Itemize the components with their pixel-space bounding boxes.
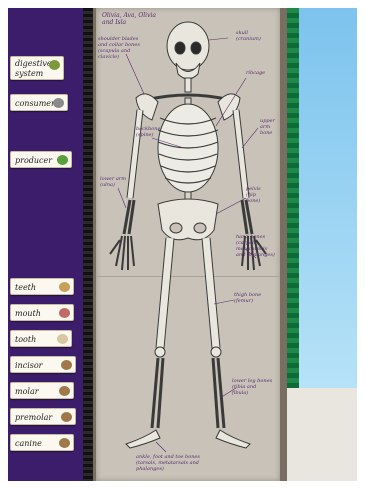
card-label: producer <box>15 156 52 165</box>
word-card-canine: canine <box>10 434 74 451</box>
pointer-upperarm <box>242 128 258 148</box>
label-upper-arm: upper arm bone <box>260 118 275 136</box>
card-picture-icon <box>59 282 70 292</box>
card-picture-icon <box>61 360 72 370</box>
hand-left <box>110 236 134 270</box>
card-picture-icon <box>59 386 70 396</box>
label-backbone: backbone (spine) <box>136 126 160 138</box>
pointer-shoulder <box>126 54 144 94</box>
board-border <box>83 8 93 481</box>
knee-right <box>211 347 221 357</box>
pelvis-hole-right <box>194 223 206 233</box>
card-label: tooth <box>15 335 36 344</box>
label-ribcage: ribcage <box>246 70 265 76</box>
card-label: incisor <box>15 361 43 370</box>
card-label: molar <box>15 387 39 396</box>
knee-left <box>155 347 165 357</box>
eye-socket-right <box>191 42 201 54</box>
label-thigh-bone: thigh bone (femur) <box>234 292 261 304</box>
card-picture-icon <box>59 308 70 318</box>
card-picture-icon <box>57 155 68 165</box>
lower-arm-right <box>242 200 252 234</box>
word-card-molar: molar <box>10 382 74 399</box>
card-picture-icon <box>53 98 64 108</box>
thigh-right-fill <box>206 238 216 348</box>
thigh-left-fill <box>160 238 170 348</box>
foot-left <box>126 430 160 448</box>
card-label: premolar <box>15 413 52 422</box>
pelvis <box>158 199 218 240</box>
label-lower-leg: lower leg bones (tibia and fibula) <box>232 378 272 396</box>
card-label: teeth <box>15 283 36 292</box>
pointer-thigh <box>214 300 234 304</box>
label-skull: skull (cranium) <box>236 30 261 42</box>
card-label: digestive system <box>15 59 52 78</box>
word-card-producer: producer <box>10 151 72 168</box>
word-card-mouth: mouth <box>10 304 74 321</box>
label-lower-arm: lower arm (ulna) <box>100 176 126 188</box>
lower-arm-left <box>124 200 134 234</box>
pelvis-hole-left <box>170 223 182 233</box>
label-foot-bones: ankle, foot and toe bones (tarsals, meta… <box>136 454 200 472</box>
word-card-teeth: teeth <box>10 278 74 295</box>
word-card-digestive: digestive system <box>10 56 64 80</box>
display-board-right <box>287 8 357 388</box>
pointer-lowerarm <box>118 188 126 208</box>
board-border-green <box>287 8 299 388</box>
word-card-tooth: tooth <box>10 330 72 347</box>
card-picture-icon <box>59 438 70 448</box>
word-card-incisor: incisor <box>10 356 76 373</box>
lower-leg-right <box>213 358 224 428</box>
foot-right <box>216 430 250 448</box>
card-picture-icon <box>57 334 68 344</box>
card-label: consumer <box>15 99 55 108</box>
display-board-left: digestive system consumer producer teeth… <box>8 8 93 481</box>
eye-socket-left <box>175 42 185 54</box>
lower-leg-left <box>152 358 163 428</box>
label-shoulder-blades: shoulder blades and collar bones (scapul… <box>98 36 140 60</box>
card-label: canine <box>15 439 42 448</box>
label-hand-bones: hand bones (carpals, metacarpals and pha… <box>236 234 275 258</box>
neck <box>185 78 191 92</box>
word-card-consumer: consumer <box>10 94 68 111</box>
card-label: mouth <box>15 309 41 318</box>
photo: digestive system consumer producer teeth… <box>8 8 357 481</box>
pointer-foot <box>156 442 166 452</box>
wall <box>287 388 357 481</box>
card-picture-icon <box>61 412 72 422</box>
pointer-skull <box>209 38 228 40</box>
skull <box>167 22 209 70</box>
card-picture-icon <box>49 60 60 70</box>
label-pelvis: pelvis (hip bone) <box>246 186 261 204</box>
skeleton-poster: Olivia, Ava, Olivia and Isla <box>96 8 280 481</box>
word-card-premolar: premolar <box>10 408 76 425</box>
